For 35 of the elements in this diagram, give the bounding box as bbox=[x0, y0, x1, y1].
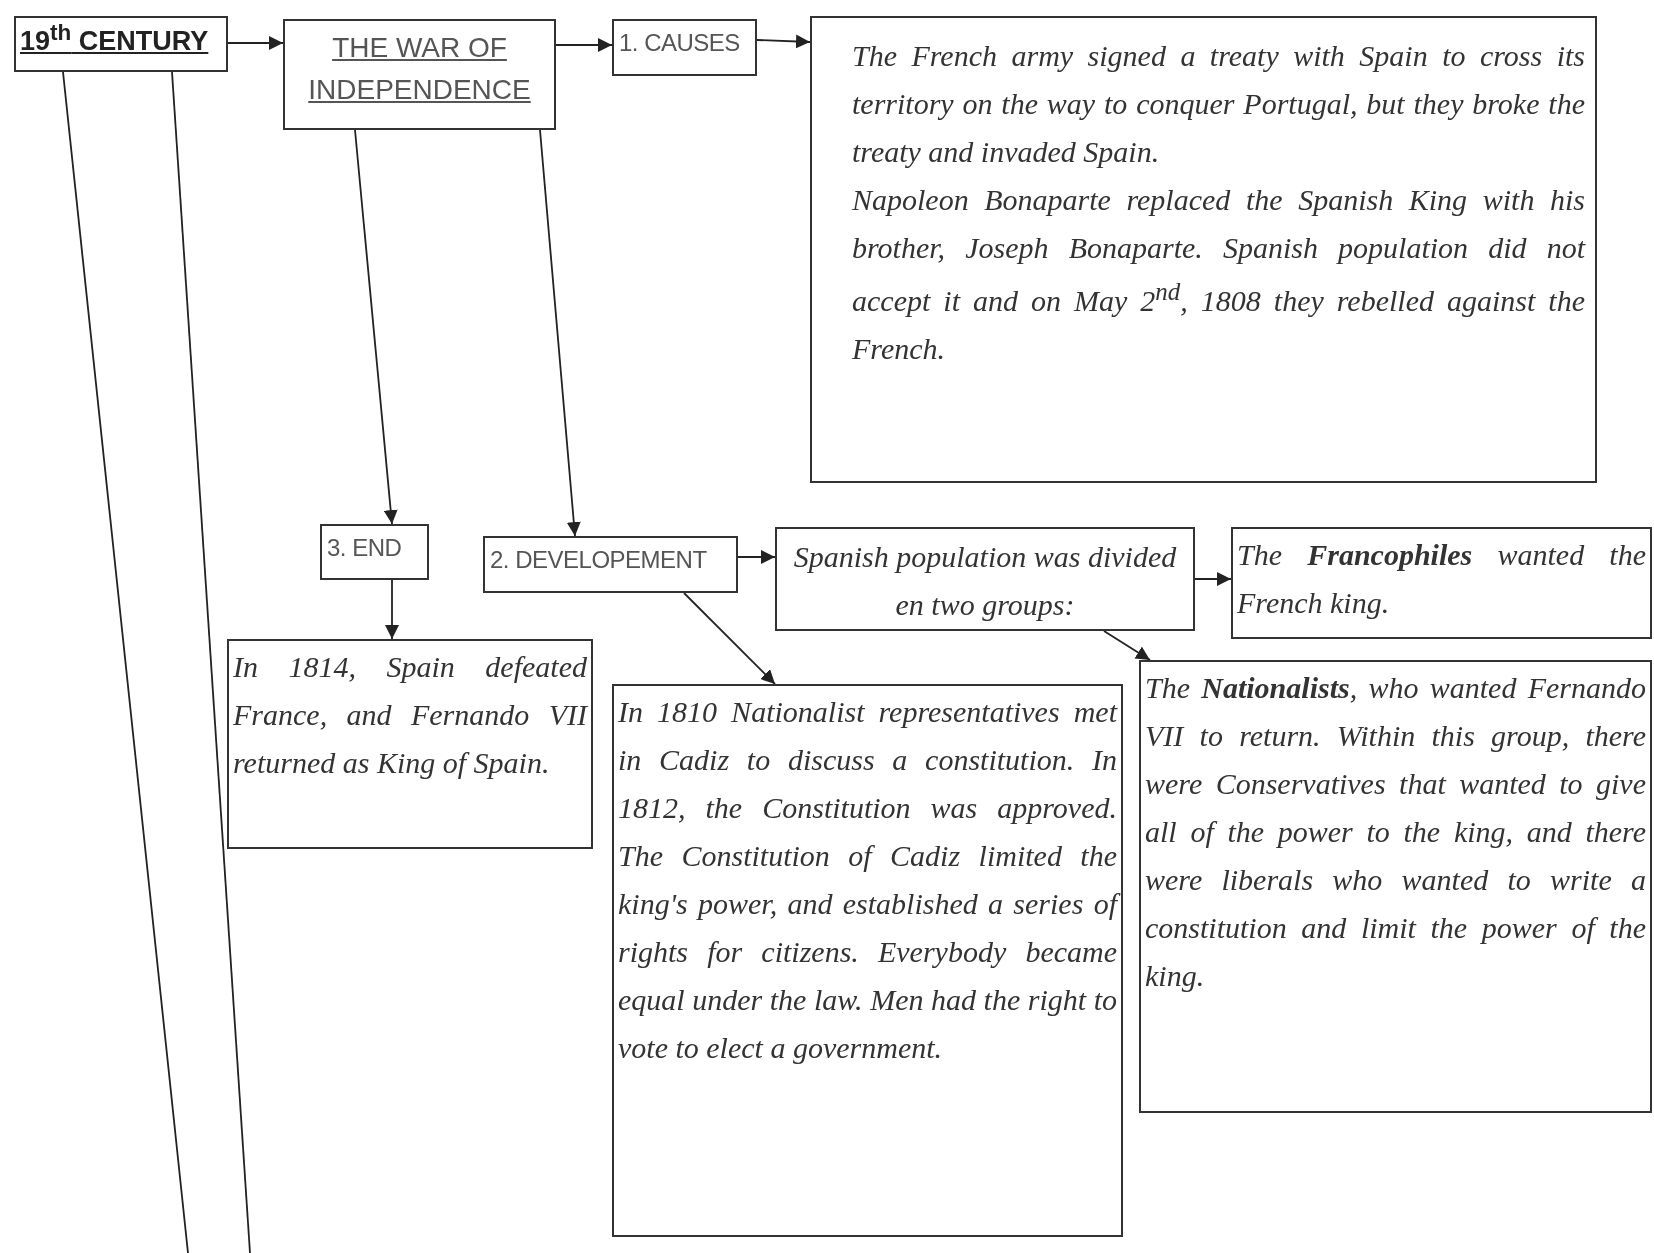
arrow bbox=[1194, 572, 1232, 586]
arrow bbox=[756, 34, 811, 49]
heading-text: THE WAR OF INDEPENDENCE bbox=[307, 31, 532, 107]
section-box bbox=[320, 524, 429, 580]
arrow bbox=[354, 129, 398, 525]
arrow bbox=[385, 579, 399, 640]
body-text: Spanish population was divided en two groups: bbox=[792, 539, 1178, 623]
text-box bbox=[1231, 527, 1652, 639]
arrow bbox=[683, 592, 776, 685]
bullet-text: The French army signed a treaty with Spain to cross its territory on the way to conquer Portugal, but they broke the treaty and invaded Spain. bbox=[852, 38, 1585, 170]
arrow bbox=[539, 129, 581, 537]
line bbox=[62, 71, 189, 1253]
text-box bbox=[227, 639, 593, 849]
body-text: In 1810 Nationalist representatives met in Cadiz to discuss a constitution. In 1812, the Constitution was approved. The Constitution of Cadiz limited the king's power, and established a series of rights for citizens. Everybody became equal under the law. Men had the right to vote to elect a government. bbox=[614, 686, 1121, 1074]
heading-box bbox=[283, 19, 556, 130]
section-box bbox=[612, 19, 757, 76]
section-label: 1. CAUSES bbox=[618, 28, 741, 58]
section-box bbox=[483, 536, 738, 593]
body-text: In 1814, Spain defeated France, and Fernando VII returned as King of Spain. bbox=[232, 649, 589, 781]
text-box bbox=[810, 16, 1597, 483]
title-box bbox=[14, 16, 228, 72]
arrow bbox=[555, 38, 613, 52]
arrow bbox=[737, 550, 776, 564]
arrow bbox=[1103, 630, 1151, 661]
body-text: The Nationalists, who wanted Fernando VII to return. Within this group, there were Conservatives that wanted to give all of the power to the king, and there were liberals who wanted to write a constitution and limit the power of the king. bbox=[1144, 670, 1647, 994]
section-label: 2. DEVELOPEMENT bbox=[489, 545, 708, 575]
text-box bbox=[612, 684, 1123, 1237]
heading-text: 19$^{th}$ CENTURY bbox=[19, 19, 210, 58]
text-box bbox=[1139, 660, 1652, 1113]
body-text: The Francophiles wanted the French king. bbox=[1236, 537, 1647, 621]
bullet-text: Napoleon Bonaparte replaced the Spanish King with his brother, Joseph Bonaparte. Spanish population did not accept it and on May 2$^{nd}$, 1808 they rebelled against the French. bbox=[852, 182, 1585, 367]
section-label: 3. END bbox=[326, 533, 403, 563]
text-box bbox=[775, 527, 1195, 631]
arrow bbox=[227, 36, 284, 50]
line bbox=[171, 71, 251, 1253]
